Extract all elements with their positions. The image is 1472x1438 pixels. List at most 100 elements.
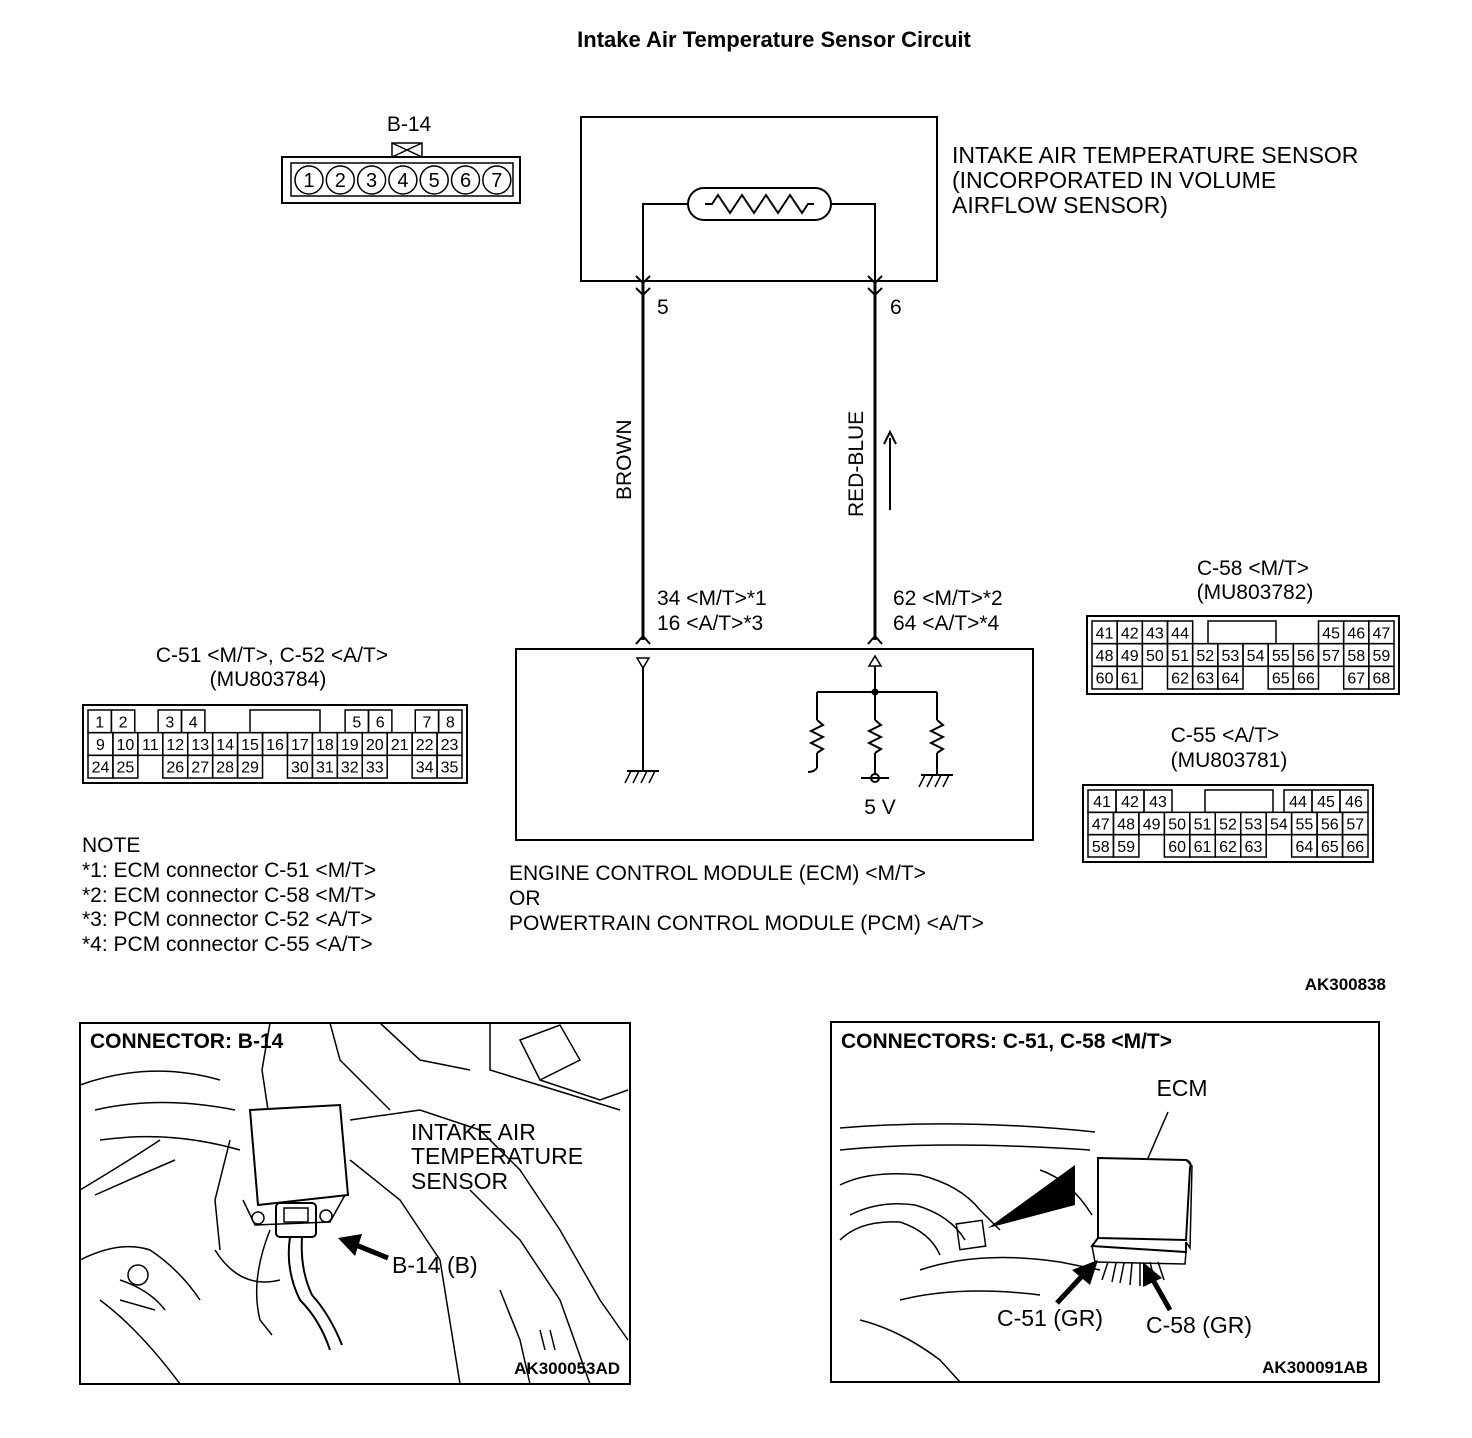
b14-pin-number: 2 bbox=[335, 170, 346, 192]
c55-pin-number: 47 bbox=[1092, 817, 1110, 834]
diagram-code: AK300838 bbox=[1305, 975, 1386, 994]
ecm-label-line-2: OR bbox=[509, 887, 541, 910]
signal-arrow bbox=[883, 429, 897, 510]
c55-pin-number: 50 bbox=[1168, 817, 1186, 834]
c51-pin-number: 14 bbox=[216, 737, 234, 754]
c58-pin-number: 53 bbox=[1222, 648, 1240, 665]
c55-pin-number: 44 bbox=[1289, 794, 1307, 811]
diagram-title: Intake Air Temperature Sensor Circuit bbox=[577, 27, 971, 52]
c55-pin-number: 54 bbox=[1270, 817, 1288, 834]
c51-outer-frame bbox=[82, 704, 468, 784]
c58-pin-number: 45 bbox=[1322, 625, 1340, 642]
sensor-box bbox=[580, 116, 938, 282]
c58-pin-cell bbox=[1116, 665, 1144, 690]
c55-pin-number: 48 bbox=[1117, 817, 1135, 834]
c58-pin-number: 47 bbox=[1373, 625, 1391, 642]
callout-line-3: SENSOR bbox=[411, 1168, 508, 1194]
c58-pin-number: 67 bbox=[1347, 671, 1365, 688]
ecm-label-line-3: POWERTRAIN CONTROL MODULE (PCM) <A/T> bbox=[509, 912, 984, 935]
ecm-pin-left-line-1: 34 <M/T>*1 bbox=[657, 587, 767, 610]
c58-key-slot bbox=[1207, 620, 1277, 645]
c58-pin-number: 50 bbox=[1146, 648, 1164, 665]
c58-pin-number: 57 bbox=[1322, 648, 1340, 665]
c58-pin-number: 60 bbox=[1096, 671, 1114, 688]
c55-pin-number: 45 bbox=[1317, 794, 1335, 811]
c51-pin-number: 1 bbox=[95, 714, 104, 731]
b14-pin-circle bbox=[388, 165, 418, 195]
b14-pin-number: 1 bbox=[303, 170, 314, 192]
c58-pin-number: 41 bbox=[1096, 625, 1114, 642]
c51-pin-number: 35 bbox=[441, 760, 459, 777]
c51-pin-number: 12 bbox=[166, 737, 184, 754]
c58-pin-cell bbox=[1368, 665, 1395, 690]
c51-pin-number: 9 bbox=[96, 737, 105, 754]
c58-pin-cell bbox=[1217, 665, 1244, 690]
c58-pin-number: 63 bbox=[1196, 671, 1214, 688]
b14-pin-circle bbox=[419, 165, 449, 195]
c58-pin-number: 58 bbox=[1347, 648, 1365, 665]
b14-pin-number: 6 bbox=[460, 170, 471, 192]
connector-b14-panel: CONNECTOR: B-14 bbox=[79, 1022, 631, 1385]
c55-pin-cell bbox=[1239, 833, 1267, 858]
c51-pin-number: 18 bbox=[316, 737, 334, 754]
callout-line-2: TEMPERATURE bbox=[411, 1143, 583, 1169]
c51-pin-number: 5 bbox=[352, 714, 361, 731]
c55-pin-number: 60 bbox=[1168, 839, 1186, 856]
b14-pin-number: 3 bbox=[366, 170, 377, 192]
c55-pin-number: 42 bbox=[1121, 794, 1139, 811]
c55-pin-number: 65 bbox=[1321, 839, 1339, 856]
c58-outer-frame bbox=[1086, 615, 1400, 695]
c51-pin-number: 30 bbox=[291, 760, 309, 777]
c51-pin-number: 15 bbox=[241, 737, 259, 754]
c55-pin-number: 64 bbox=[1295, 839, 1313, 856]
c55-pin-number: 51 bbox=[1194, 817, 1212, 834]
c55-pin-number: 61 bbox=[1194, 839, 1212, 856]
c55-key-slot bbox=[1204, 789, 1274, 814]
c51-pin-number: 11 bbox=[142, 737, 159, 754]
c55-outer-frame bbox=[1082, 784, 1374, 863]
thermistor bbox=[687, 187, 832, 221]
c55-pin-cell bbox=[1341, 833, 1369, 858]
c51-pin-cell bbox=[361, 754, 388, 779]
c58-part-number: (MU803782) bbox=[1197, 581, 1314, 604]
c55-pin-number: 57 bbox=[1346, 817, 1364, 834]
c55-pin-number: 58 bbox=[1092, 839, 1110, 856]
engine-bay-illustration bbox=[79, 1022, 629, 1385]
sensor-label-line-2: (INCORPORATED IN VOLUME bbox=[952, 167, 1276, 193]
wire-color-red-blue: RED-BLUE bbox=[845, 411, 868, 517]
c51-pin-number: 20 bbox=[366, 737, 384, 754]
c51-pin-number: 16 bbox=[266, 737, 284, 754]
c55-pin-number: 43 bbox=[1149, 794, 1167, 811]
c58-title: C-58 <M/T> bbox=[1197, 557, 1309, 580]
c55-pin-number: 41 bbox=[1093, 794, 1111, 811]
wire-color-brown: BROWN bbox=[613, 420, 636, 501]
ecm-label-line-1: ENGINE CONTROL MODULE (ECM) <M/T> bbox=[509, 862, 926, 885]
c58-pin-number: 54 bbox=[1247, 648, 1265, 665]
c51-pin-number: 17 bbox=[291, 737, 309, 754]
c58-pin-number: 52 bbox=[1196, 648, 1214, 665]
c51-pin-cell bbox=[436, 754, 463, 779]
note-item-1: *1: ECM connector C-51 <M/T> bbox=[82, 859, 376, 882]
c55-pin-number: 53 bbox=[1245, 817, 1263, 834]
c58-pin-number: 42 bbox=[1121, 625, 1139, 642]
dashboard-illustration bbox=[839, 1111, 1193, 1383]
c51-pin-number: 31 bbox=[316, 760, 334, 777]
c58-pin-number: 56 bbox=[1297, 648, 1315, 665]
b14-pointer-label: B-14 (B) bbox=[392, 1252, 478, 1278]
c51-pin-number: 2 bbox=[119, 714, 128, 731]
callout-line-1: INTAKE AIR bbox=[411, 1119, 536, 1145]
panel-right-code: AK300091AB bbox=[1262, 1358, 1368, 1377]
c58-pointer-label: C-58 (GR) bbox=[1146, 1312, 1252, 1338]
b14-pin-circle bbox=[294, 165, 324, 195]
c51-pointer-label: C-51 (GR) bbox=[997, 1305, 1103, 1331]
c51-pin-number: 25 bbox=[117, 760, 135, 777]
note-heading: NOTE bbox=[82, 834, 140, 857]
c51-pin-number: 29 bbox=[241, 760, 259, 777]
c51-part-number: (MU803784) bbox=[210, 668, 327, 691]
c51-pin-number: 3 bbox=[165, 714, 174, 731]
